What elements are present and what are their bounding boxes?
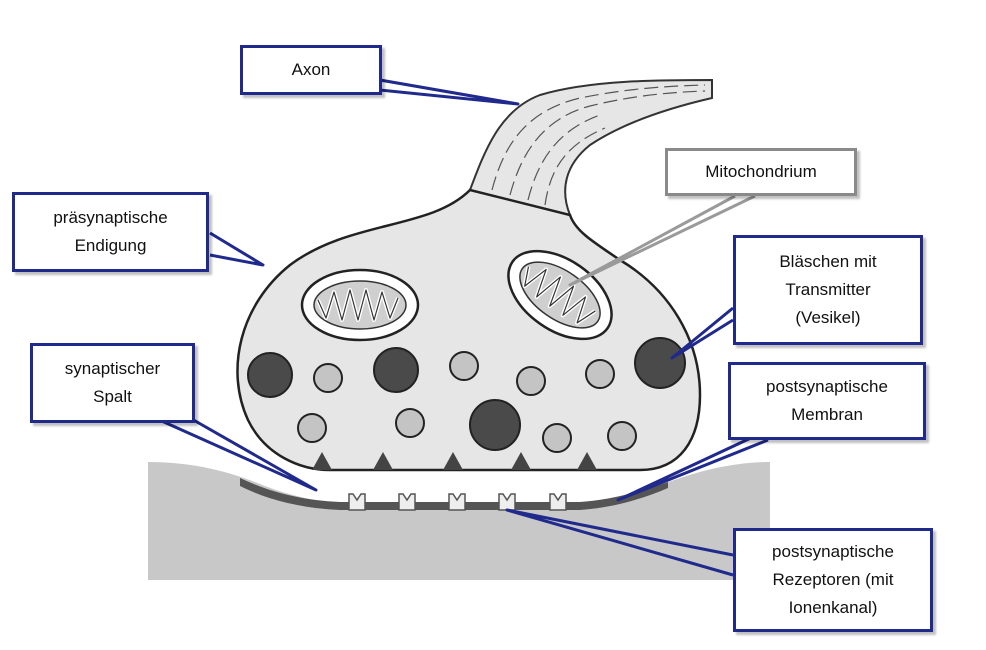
vesicle-light <box>585 359 615 389</box>
leader-lines <box>154 78 769 577</box>
leader-rezeptoren <box>505 508 734 577</box>
label-axon-text: Axon <box>291 60 331 79</box>
label-postsynaptische-rezeptoren: postsynaptische Rezeptoren (mit Ionenkan… <box>733 528 933 632</box>
receptor <box>549 493 567 511</box>
vesicle-light <box>516 366 546 396</box>
label-postsynaptische-rezeptoren-text: postsynaptische Rezeptoren (mit Ionenkan… <box>772 542 894 617</box>
vesicle-light <box>313 363 343 393</box>
leader-mitochondrium <box>568 194 756 287</box>
label-mitochondrium-text: Mitochondrium <box>705 162 817 181</box>
axon-body <box>468 78 713 217</box>
release-site <box>511 452 531 470</box>
release-site <box>577 452 597 470</box>
label-praesynaptische-endigung-text: präsynaptische Endigung <box>53 208 168 255</box>
vesicle-light <box>607 421 637 451</box>
release-sites <box>312 452 597 470</box>
receptor <box>448 493 466 511</box>
leader-axon <box>379 78 520 106</box>
leader-spalt <box>154 416 318 492</box>
label-synaptischer-spalt: synaptischer Spalt <box>30 343 195 423</box>
vesicle-light <box>395 408 425 438</box>
leader-membran <box>616 428 769 502</box>
postsynaptic-tissue <box>148 462 770 580</box>
receptor <box>498 493 516 511</box>
vesicle-dark <box>469 399 521 451</box>
label-synaptischer-spalt-text: synaptischer Spalt <box>64 359 161 406</box>
vesicle-dark <box>634 337 686 389</box>
vesicle-dark <box>247 352 293 398</box>
receptor <box>348 493 366 511</box>
release-site <box>312 452 332 470</box>
label-praesynaptische-endigung: präsynaptische Endigung <box>12 192 209 272</box>
mitochondrion-right <box>507 249 613 341</box>
vesicle-light <box>449 351 479 381</box>
release-site <box>443 452 463 470</box>
label-blaeschen: Bläschen mit Transmitter (Vesikel) <box>733 235 923 345</box>
mitochondrion-left <box>300 268 420 342</box>
axon-fibres <box>491 84 706 206</box>
vesicle-dark <box>373 347 419 393</box>
release-site <box>373 452 393 470</box>
label-blaeschen-text: Bläschen mit Transmitter (Vesikel) <box>779 252 877 327</box>
receptor <box>398 493 416 511</box>
vesicles <box>247 337 686 453</box>
label-axon: Axon <box>240 45 382 95</box>
vesicle-light <box>542 423 572 453</box>
label-postsynaptische-membran-text: postsynaptische Membran <box>766 377 888 424</box>
leader-blaeschen <box>670 306 734 360</box>
leader-praesynaptisch <box>209 231 265 267</box>
label-postsynaptische-membran: postsynaptische Membran <box>728 362 926 440</box>
receptors <box>348 493 567 511</box>
vesicle-light <box>297 413 327 443</box>
label-mitochondrium: Mitochondrium <box>665 148 857 196</box>
